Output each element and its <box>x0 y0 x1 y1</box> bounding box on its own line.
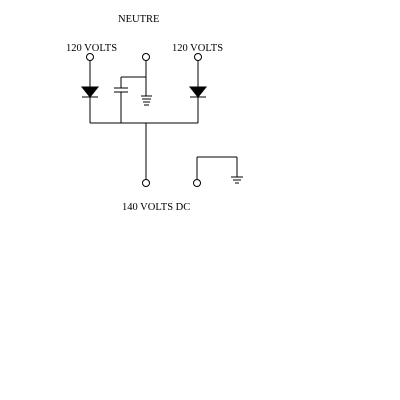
neutral-label: NEUTRE <box>118 14 159 25</box>
left-diode <box>80 86 100 98</box>
input-left-label: 120 VOLTS <box>66 43 117 54</box>
neutral-terminal <box>142 53 150 61</box>
output-terminal <box>142 179 150 187</box>
ground-terminal <box>193 179 201 187</box>
output-label: 140 VOLTS DC <box>122 202 190 213</box>
left-input-terminal <box>86 53 94 61</box>
output-section <box>90 122 198 187</box>
neutral-branch <box>114 53 152 123</box>
right-branch <box>188 53 208 123</box>
right-diode <box>188 86 208 98</box>
right-input-terminal <box>194 53 202 61</box>
ground-symbol-icon <box>141 95 152 106</box>
left-branch <box>80 53 100 123</box>
ground-icon <box>231 176 243 184</box>
input-right-label: 120 VOLTS <box>172 43 223 54</box>
ground-terminal-section <box>193 156 243 187</box>
